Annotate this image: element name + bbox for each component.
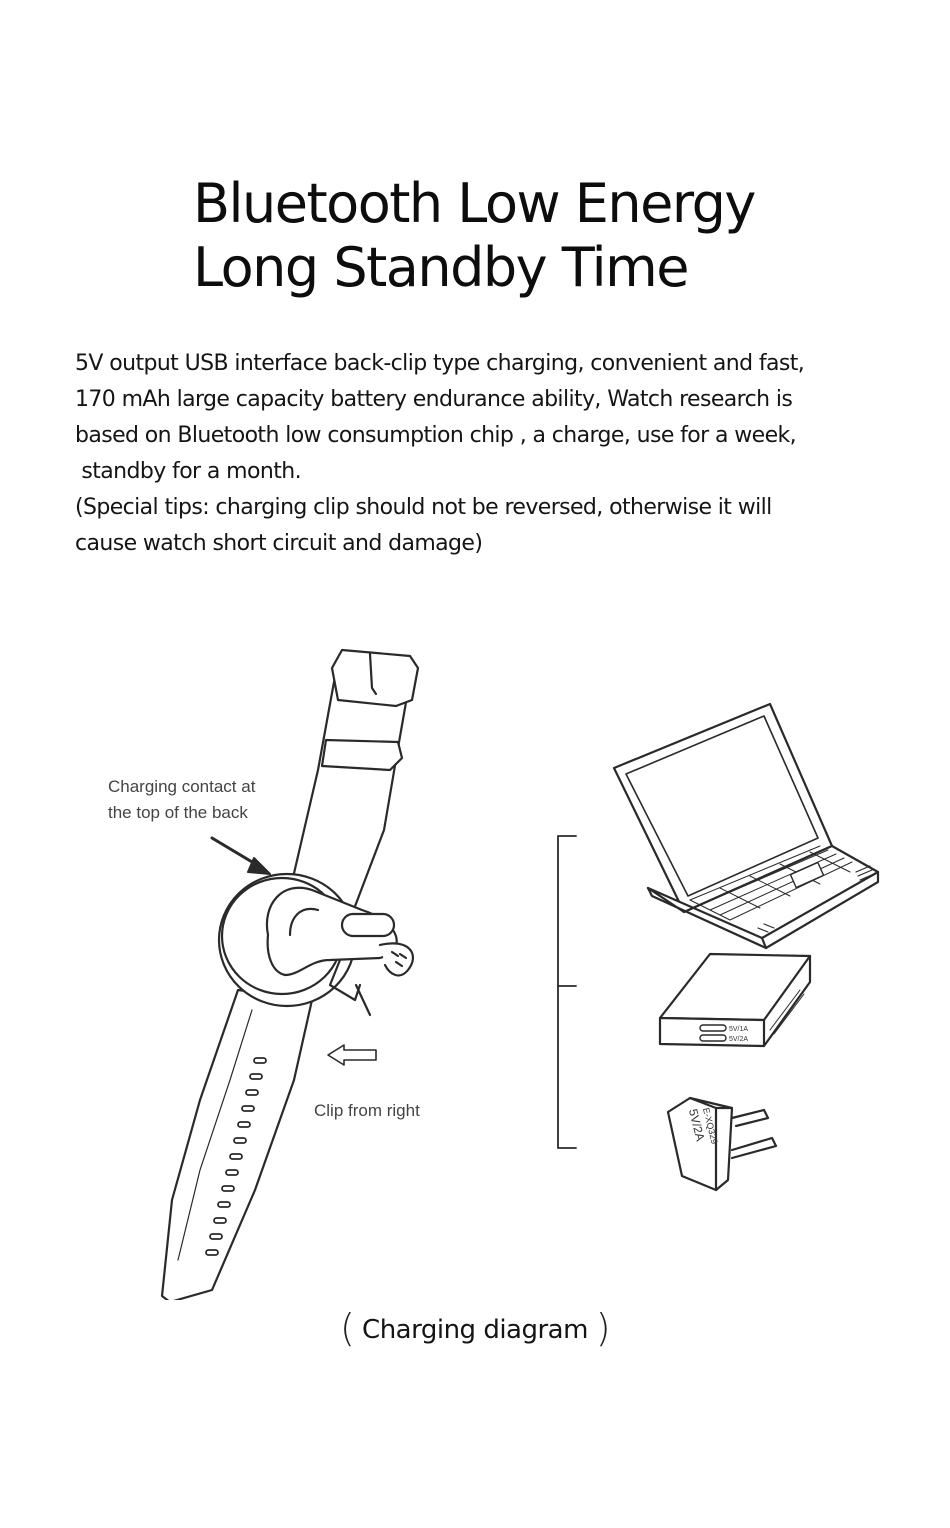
diagram-caption: ( Charging diagram ) <box>0 1306 950 1350</box>
description: 5V output USB interface back-clip type c… <box>75 346 895 562</box>
description-line: based on Bluetooth low consumption chip … <box>75 423 797 448</box>
power-bank-icon <box>658 952 812 1048</box>
description-line: 170 mAh large capacity battery endurance… <box>75 387 793 412</box>
laptop-icon <box>612 702 880 950</box>
contact-label-line-2: the top of the back <box>108 803 248 822</box>
title-line-1: Bluetooth Low Energy <box>193 172 756 235</box>
powerbank-port-2: 5V/2A <box>729 1036 748 1043</box>
description-line: cause watch short circuit and damage) <box>75 531 483 556</box>
clip-label: Clip from right <box>314 1101 420 1120</box>
description-line: 5V output USB interface back-clip type c… <box>75 351 805 376</box>
description-line: standby for a month. <box>75 459 301 484</box>
powerbank-port-1: 5V/1A <box>729 1026 748 1033</box>
caption-open-paren: ( <box>339 1306 355 1350</box>
caption-close-paren: ) <box>595 1306 611 1350</box>
arrow-icon <box>327 1044 377 1066</box>
smartwatch-icon <box>160 648 420 1300</box>
title-line-2: Long Standby Time <box>193 236 689 299</box>
description-line: (Special tips: charging clip should not … <box>75 495 772 520</box>
wall-adapter-icon <box>666 1096 778 1192</box>
charging-diagram: Charging contact at the top of the back … <box>108 648 880 1300</box>
arrow-icon <box>210 836 271 875</box>
bracket <box>557 835 577 1149</box>
page-title: Bluetooth Low Energy Long Standby Time <box>193 172 756 300</box>
contact-label-line-1: Charging contact at <box>108 777 256 796</box>
caption-text: Charging diagram <box>362 1315 588 1345</box>
